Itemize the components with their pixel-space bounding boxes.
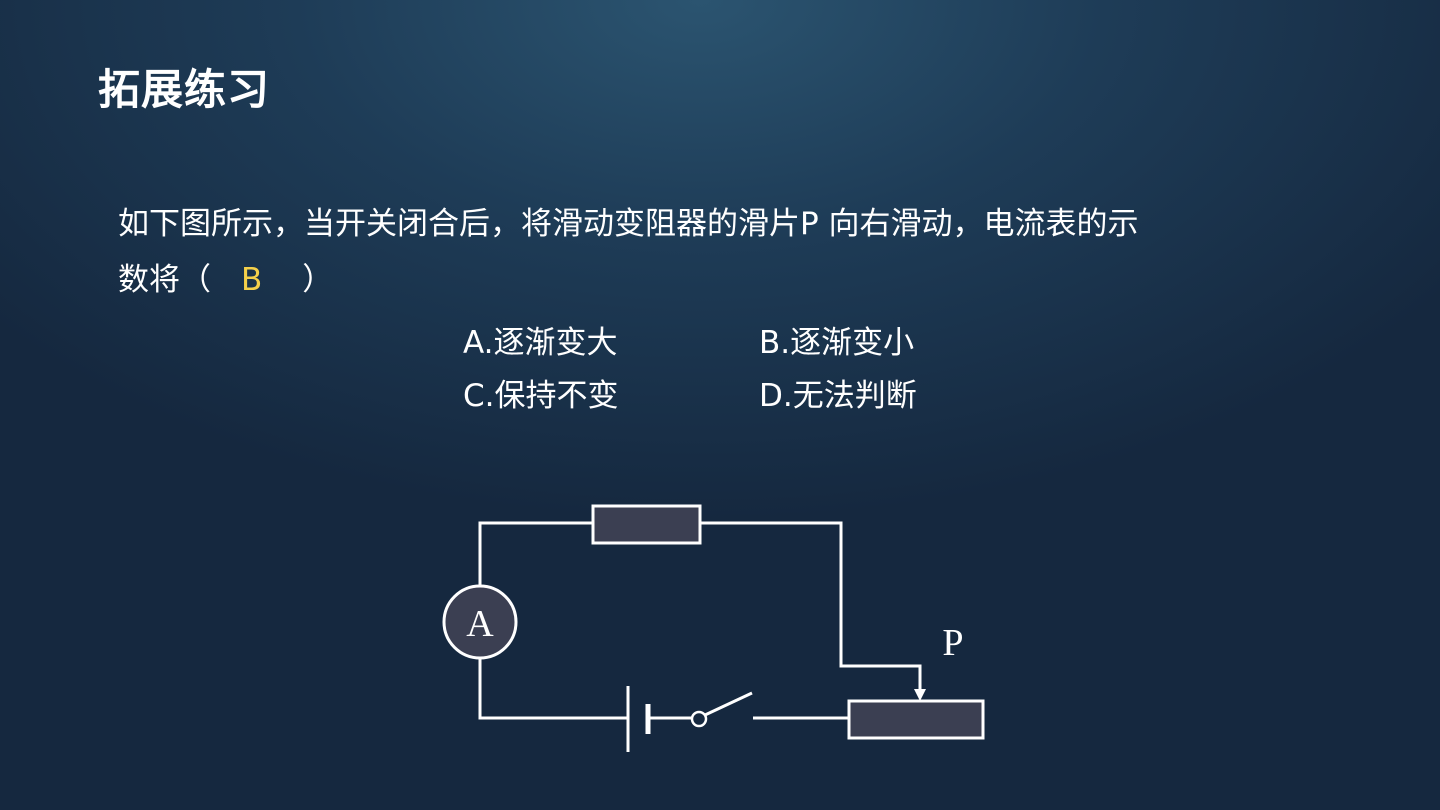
ammeter-label: A	[466, 603, 494, 645]
question-line-1: 如下图所示，当开关闭合后，将滑动变阻器的滑片P 向右滑动，电流表的示	[118, 206, 1139, 242]
circuit-wires	[478, 521, 922, 720]
option-b[interactable]: B.逐渐变小	[759, 325, 915, 361]
option-d[interactable]: D.无法判断	[759, 378, 917, 414]
fixed-resistor	[591, 504, 702, 545]
question-text: 如下图所示，当开关闭合后，将滑动变阻器的滑片P 向右滑动，电流表的示 数将（ B ）	[118, 196, 1338, 308]
answer-letter: B	[241, 262, 263, 298]
slide-title: 拓展练习	[98, 65, 271, 114]
slider-label: P	[942, 622, 963, 664]
wire-left-bottom	[478, 657, 628, 720]
open-paren: （	[180, 262, 211, 298]
switch-contact-icon	[690, 710, 708, 728]
slider-arrow-icon	[914, 689, 926, 701]
switch-lever	[704, 691, 753, 717]
option-c[interactable]: C.保持不变	[463, 378, 619, 414]
close-paren: ）	[302, 262, 334, 298]
question-line-2-prefix: 数将	[118, 262, 180, 298]
answer-options: A.逐渐变大 B.逐渐变小 C.保持不变 D.无法判断	[463, 317, 1055, 423]
wire-left-top	[478, 521, 593, 587]
rheostat	[847, 699, 985, 740]
options-row-1: A.逐渐变大 B.逐渐变小	[463, 317, 1055, 370]
options-row-2: C.保持不变 D.无法判断	[463, 370, 1055, 423]
ammeter-icon	[442, 584, 518, 660]
question-line-2: 数将（ B ）	[118, 252, 1338, 308]
option-a[interactable]: A.逐渐变大	[463, 325, 618, 361]
wire-right	[700, 521, 922, 690]
